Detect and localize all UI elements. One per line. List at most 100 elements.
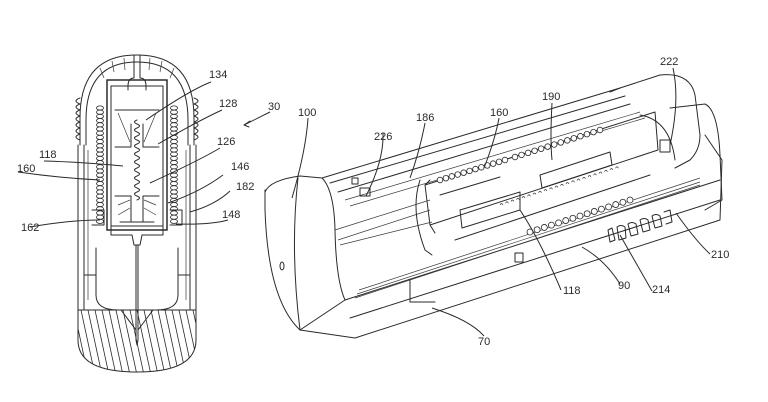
housing-inner-wall xyxy=(83,144,191,311)
coil-turn xyxy=(170,118,178,124)
drive-spring-right xyxy=(170,105,178,224)
coil-turn xyxy=(96,109,104,115)
coil-bead xyxy=(551,141,558,148)
coil-bead xyxy=(518,151,525,159)
tooth xyxy=(499,203,504,206)
tooth xyxy=(510,199,515,202)
coil-turn xyxy=(96,147,104,153)
tooth xyxy=(521,196,526,199)
coil-turn xyxy=(96,151,104,157)
coil-turn xyxy=(170,164,178,170)
label-30: 30 xyxy=(268,101,280,113)
coil-turn xyxy=(96,134,104,140)
coil-turn xyxy=(96,139,104,145)
coil-turn xyxy=(96,143,104,149)
coil-turn xyxy=(170,172,178,178)
coil-turn xyxy=(96,130,104,136)
tooth xyxy=(582,176,586,179)
coil-bead xyxy=(548,221,555,229)
tooth xyxy=(560,183,564,186)
coil-bead xyxy=(460,169,467,176)
coil-turn xyxy=(170,218,178,224)
coil-turn xyxy=(96,181,104,187)
latch-214 xyxy=(607,209,673,243)
tooth xyxy=(554,185,559,188)
label-118: 118 xyxy=(39,149,57,161)
label-160-right: 160 xyxy=(490,107,508,119)
label-182: 182 xyxy=(236,181,254,193)
housing-body xyxy=(77,144,197,373)
coil-bead xyxy=(577,133,584,140)
coil-turn xyxy=(96,126,104,132)
label-222: 222 xyxy=(660,56,678,68)
label-90: 90 xyxy=(618,280,630,292)
syringe-carrier xyxy=(424,111,659,226)
coil-turn xyxy=(96,210,104,216)
coil-bead xyxy=(583,210,591,218)
label-126: 126 xyxy=(217,136,235,148)
coil-turn xyxy=(170,160,178,166)
coil-turn xyxy=(170,109,178,115)
label-186: 186 xyxy=(416,112,434,124)
coil-turn xyxy=(170,151,178,157)
rack-teeth xyxy=(499,166,619,206)
spring-coils-top-160 xyxy=(436,156,509,184)
coil-bead xyxy=(524,149,532,157)
coil-bead xyxy=(533,226,541,234)
left-leaders xyxy=(17,81,271,228)
coil-turn xyxy=(170,105,178,111)
base-plate-70 xyxy=(344,179,721,319)
coil-turn xyxy=(170,176,178,182)
coil-bead xyxy=(570,135,578,142)
coil-turn xyxy=(170,122,178,128)
coil-bead xyxy=(472,165,479,173)
coil-turn xyxy=(170,189,178,195)
tooth xyxy=(598,171,603,174)
coil-bead xyxy=(612,201,620,208)
coil-turn xyxy=(170,210,178,216)
coil-bead xyxy=(489,160,497,167)
coil-bead xyxy=(442,174,450,182)
needle-hub xyxy=(110,225,164,246)
coil-turn xyxy=(170,202,178,208)
coil-turn xyxy=(170,143,178,149)
coil-bead xyxy=(531,147,538,154)
tooth xyxy=(571,180,575,183)
coil-bead xyxy=(501,156,509,164)
tooth xyxy=(615,166,619,169)
coil-turn xyxy=(96,193,104,199)
label-190: 190 xyxy=(542,91,560,103)
label-118-right: 118 xyxy=(563,285,581,297)
coil-turn xyxy=(96,189,104,195)
coil-turn xyxy=(170,181,178,187)
cap-ribs xyxy=(99,57,175,79)
end-cap-100 xyxy=(264,175,346,331)
inner-cap xyxy=(85,61,189,146)
coil-turn xyxy=(96,185,104,191)
coil-bead xyxy=(596,126,604,134)
coil-turn xyxy=(170,113,178,119)
coil-bead xyxy=(466,167,473,175)
coil-turn xyxy=(96,155,104,161)
window-square xyxy=(514,252,524,263)
coil-turn xyxy=(96,172,104,178)
coil-bead xyxy=(590,208,598,215)
label-146: 146 xyxy=(231,161,249,173)
coil-bead xyxy=(576,212,584,220)
coil-bead xyxy=(544,143,551,150)
syringe-frame xyxy=(106,79,168,231)
label-148: 148 xyxy=(222,209,240,221)
coil-bead xyxy=(555,219,562,227)
label-160: 160 xyxy=(17,163,35,175)
coil-bead xyxy=(564,137,571,144)
needle xyxy=(135,244,139,346)
coil-bead xyxy=(436,176,444,184)
coil-turn xyxy=(96,214,104,220)
label-214: 214 xyxy=(652,284,670,296)
tooth xyxy=(565,182,570,185)
coil-bead xyxy=(605,203,612,211)
coil-bead xyxy=(448,173,456,180)
coil-turn xyxy=(96,113,104,119)
drive-spring-left xyxy=(96,105,104,224)
